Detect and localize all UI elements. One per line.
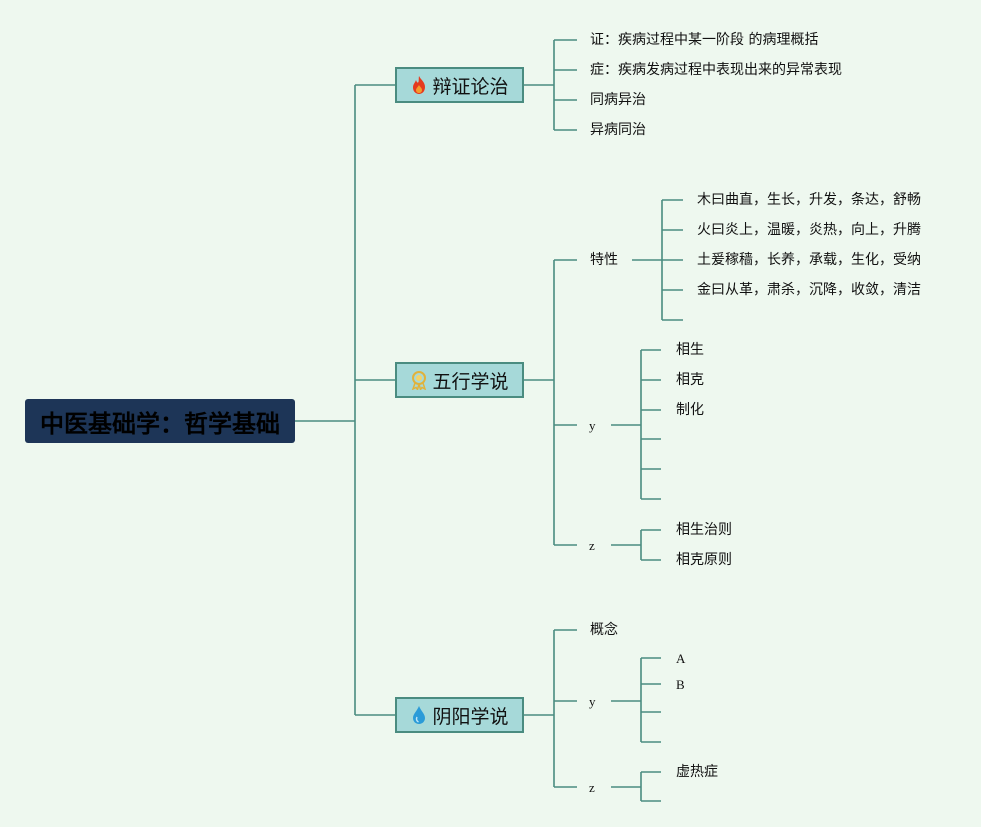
leaf-xiangke[interactable]: 相克 — [676, 372, 704, 388]
leaf-mu[interactable]: 木曰曲直，生长，升发，条达，舒畅 — [697, 192, 921, 208]
sub-node-z[interactable]: z — [589, 538, 595, 553]
branch-node-wuxing[interactable]: 五行学说 — [395, 362, 524, 398]
sub-node-y[interactable]: y — [589, 694, 596, 709]
leaf-xiangsheng[interactable]: 相生 — [676, 342, 704, 358]
fire-icon — [410, 75, 428, 95]
award-ribbon-icon — [410, 370, 428, 392]
sub-node-texing[interactable]: 特性 — [590, 252, 618, 268]
leaf-tongbing-yizhi[interactable]: 同病异治 — [590, 92, 646, 108]
sub-node-z[interactable]: z — [589, 780, 595, 795]
leaf-zhihua[interactable]: 制化 — [676, 402, 704, 418]
leaf-tu[interactable]: 土爰稼穑，长养，承载，生化，受纳 — [697, 252, 921, 268]
branch-label: 辩证论治 — [432, 75, 509, 98]
branch-label: 五行学说 — [432, 370, 509, 393]
branch-label: 阴阳学说 — [432, 705, 509, 728]
leaf-a[interactable]: A — [676, 651, 686, 666]
water-drop-icon — [410, 705, 428, 725]
leaf-huo[interactable]: 火曰炎上，温暖，炎热，向上，升腾 — [697, 222, 921, 238]
sub-node-y[interactable]: y — [589, 418, 596, 433]
leaf-zheng-symptom[interactable]: 症：疾病发病过程中表现出来的异常表现 — [590, 62, 842, 78]
sub-node-gainian[interactable]: 概念 — [590, 622, 618, 638]
leaf-xiangsheng-zhize[interactable]: 相生治则 — [676, 522, 732, 538]
branch-node-yinyang[interactable]: 阴阳学说 — [395, 697, 524, 733]
branch-node-bianzheng[interactable]: 辩证论治 — [395, 67, 524, 103]
leaf-xurezheng[interactable]: 虚热症 — [676, 764, 718, 780]
root-node[interactable]: 中医基础学：哲学基础 — [25, 399, 295, 443]
leaf-xiangke-yuanze[interactable]: 相克原则 — [676, 552, 732, 568]
root-label: 中医基础学：哲学基础 — [40, 409, 280, 438]
leaf-b[interactable]: B — [676, 677, 685, 692]
leaf-jin[interactable]: 金曰从革，肃杀，沉降，收敛，清洁 — [697, 282, 921, 298]
leaf-zheng-definition[interactable]: 证：疾病过程中某一阶段 的病理概括 — [590, 32, 819, 48]
leaf-yibing-tongzhi[interactable]: 异病同治 — [590, 122, 646, 138]
